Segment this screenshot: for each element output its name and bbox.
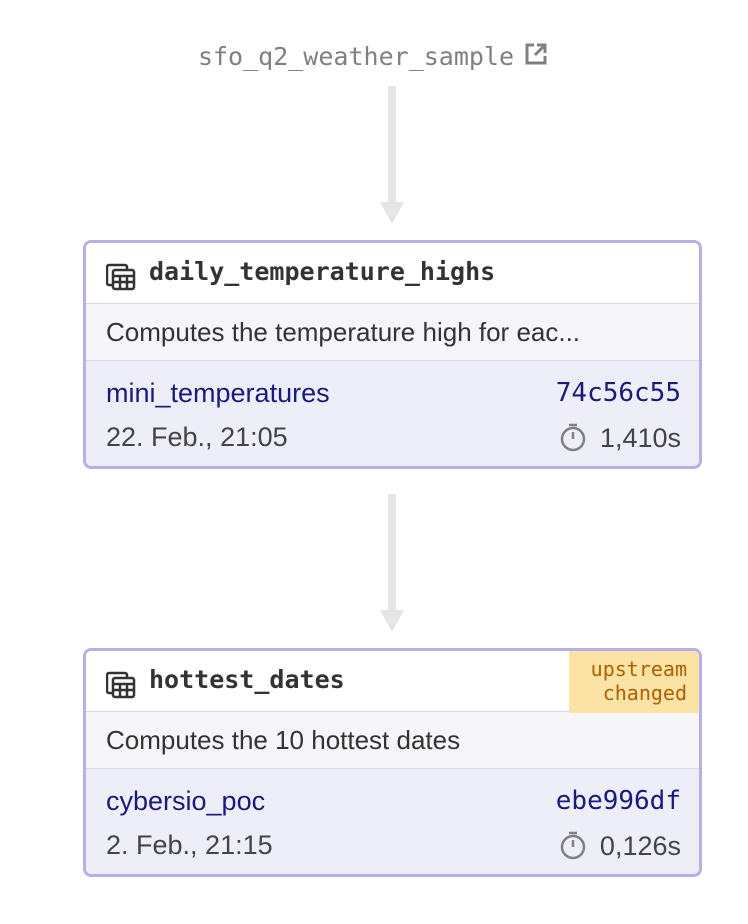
node-connection: mini_temperatures — [106, 378, 330, 408]
node-meta: mini_temperatures 22. Feb., 21:05 74c56c… — [86, 361, 699, 466]
node-connection: cybersio_poc — [106, 786, 266, 816]
node-duration: 0,126s — [558, 830, 681, 867]
source-dataset-label: sfo_q2_weather_sample — [197, 42, 515, 71]
edge-arrow-2 — [380, 494, 404, 632]
timer-icon — [558, 830, 588, 867]
node-description: Computes the 10 hottest dates — [86, 712, 699, 769]
node-hash: ebe996df — [555, 786, 681, 816]
table-icon — [105, 669, 136, 704]
external-link-icon[interactable] — [522, 40, 550, 74]
model-node-hottest-dates[interactable]: hottest_dates upstream changed Computes … — [83, 648, 702, 877]
upstream-changed-badge: upstream changed — [569, 651, 699, 713]
node-timestamp: 2. Feb., 21:15 — [106, 830, 273, 860]
badge-line-1: upstream — [590, 657, 687, 681]
node-duration: 1,410s — [558, 422, 681, 459]
node-title: daily_temperature_highs — [149, 257, 496, 286]
badge-line-2: changed — [602, 681, 687, 705]
model-node-daily-temperature-highs[interactable]: daily_temperature_highs Computes the tem… — [83, 240, 702, 469]
node-timestamp: 22. Feb., 21:05 — [106, 422, 288, 452]
node-title: hottest_dates — [149, 665, 345, 694]
timer-icon — [558, 422, 588, 459]
node-meta: cybersio_poc 2. Feb., 21:15 ebe996df 0,1… — [86, 769, 699, 874]
node-hash: 74c56c55 — [555, 378, 681, 408]
table-icon — [105, 261, 136, 296]
source-dataset-link[interactable]: sfo_q2_weather_sample — [0, 40, 748, 74]
node-header: daily_temperature_highs — [86, 243, 699, 304]
node-duration-value: 1,410s — [599, 423, 681, 453]
node-description: Computes the temperature high for eac... — [86, 304, 699, 361]
node-duration-value: 0,126s — [599, 831, 681, 861]
edge-arrow-1 — [380, 86, 404, 224]
node-header: hottest_dates upstream changed — [86, 651, 699, 713]
